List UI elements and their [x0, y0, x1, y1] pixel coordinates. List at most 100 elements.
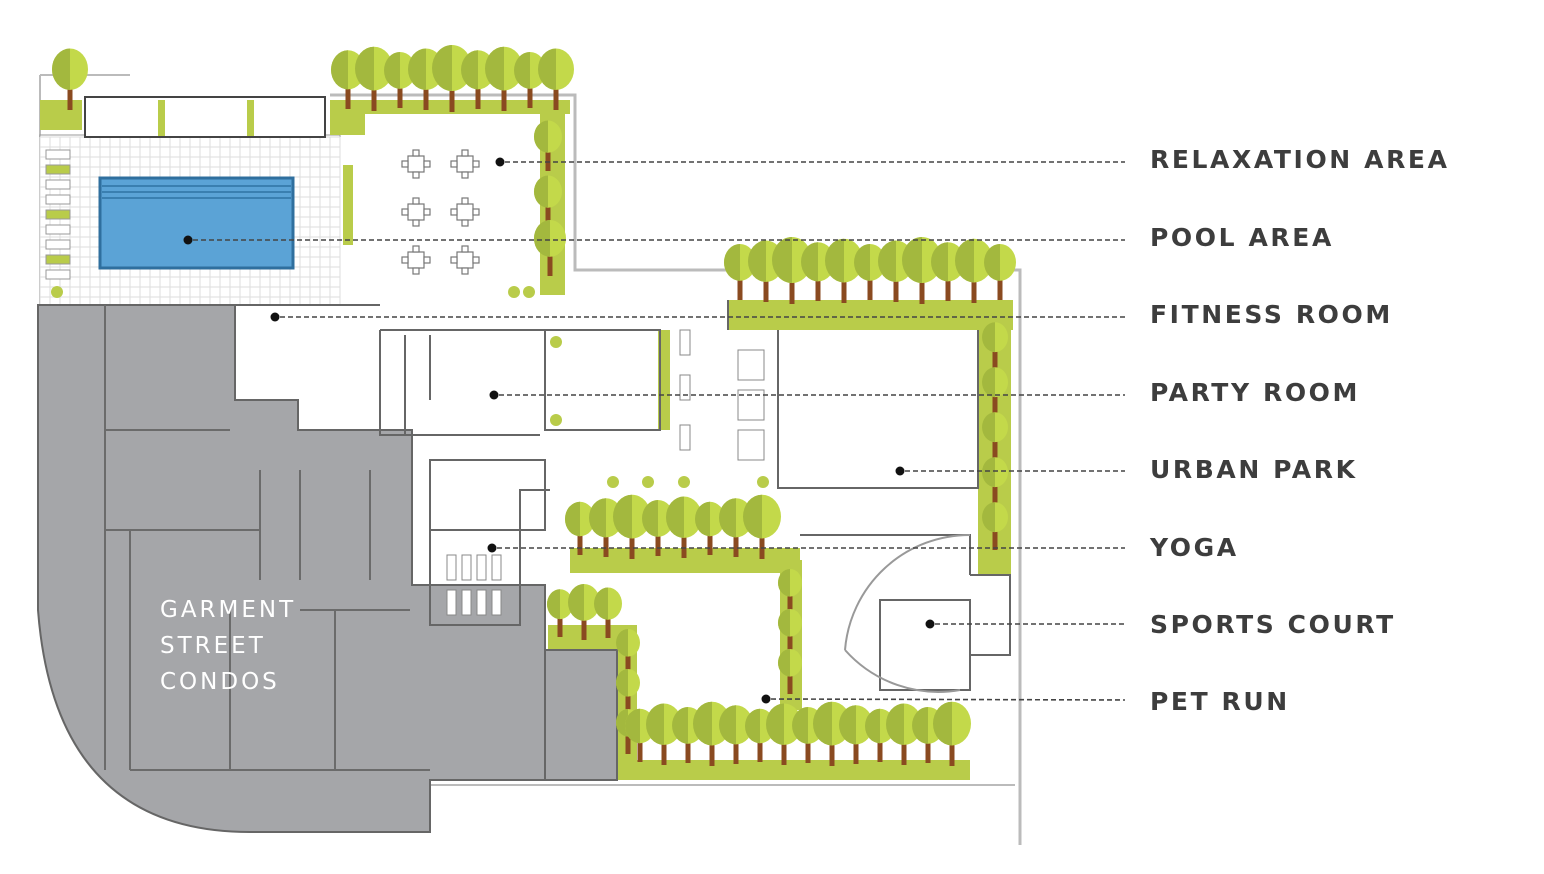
leader-line [770, 698, 1126, 701]
tree-icon [616, 669, 640, 714]
label-fitness-room: FITNESS ROOM [1150, 300, 1393, 329]
table-set [450, 149, 480, 179]
table-set [401, 197, 431, 227]
yoga-mat [476, 589, 487, 616]
trees [52, 45, 1016, 766]
yoga-mats [446, 554, 502, 616]
anchor-dot [489, 390, 499, 400]
yoga-mat [446, 589, 457, 616]
tree-icon [778, 569, 802, 614]
lounger [45, 209, 71, 220]
lounger [45, 269, 71, 280]
tree-icon [801, 242, 835, 301]
tree-icon [719, 705, 753, 764]
yoga-mat [491, 554, 502, 581]
tree-icon [839, 705, 873, 764]
anchor-dot [183, 235, 193, 245]
anchor-dot [487, 543, 497, 553]
tree-icon [902, 237, 942, 304]
yoga-mat [476, 554, 487, 581]
tree-icon [355, 46, 393, 111]
tree-icon [485, 46, 523, 111]
anchor-dot [495, 157, 505, 167]
tree-icon [724, 244, 756, 300]
cabanas [40, 96, 365, 138]
building-label-line-2: STREET [160, 633, 266, 659]
yoga-mat [461, 589, 472, 616]
yoga-mat [446, 554, 457, 581]
yoga-mat [461, 554, 472, 581]
tree-icon [982, 502, 1008, 550]
lounger [45, 254, 71, 265]
tree-icon [547, 589, 573, 637]
tree-icon [52, 48, 88, 110]
tree-icon [982, 457, 1008, 505]
tree-icon [565, 501, 595, 555]
tree-icon [932, 701, 971, 766]
anchor-dot [925, 619, 935, 629]
label-yoga: YOGA [1150, 533, 1239, 562]
table-set [401, 149, 431, 179]
tree-icon [384, 52, 416, 108]
tree-icon [665, 496, 702, 558]
tree-icon [642, 500, 674, 556]
tree-icon [885, 703, 922, 765]
label-urban-park: URBAN PARK [1150, 455, 1358, 484]
loungers [45, 149, 71, 280]
tree-icon [534, 120, 562, 171]
tree-icon [719, 498, 753, 557]
table-set [401, 245, 431, 275]
tree-icon [514, 52, 546, 108]
relaxation-tables [401, 149, 480, 275]
tree-icon [931, 242, 965, 301]
building-label-line-1: GARMENT [160, 597, 297, 623]
tree-icon [331, 50, 365, 109]
lounger [45, 224, 71, 235]
tree-icon [695, 501, 725, 555]
label-relaxation-area: RELAXATION AREA [1150, 145, 1450, 174]
lounger [45, 194, 71, 205]
tree-icon [589, 498, 623, 557]
tree-icon [765, 703, 802, 765]
garment-street-condos-building [37, 304, 546, 833]
tree-icon [825, 238, 863, 303]
interior-walls [235, 300, 1011, 693]
building-label-line-3: CONDOS [160, 669, 280, 695]
tree-icon [538, 48, 574, 110]
tree-icon [743, 494, 781, 559]
lounger [45, 239, 71, 250]
tree-icon [534, 220, 566, 276]
tree-icon [593, 587, 622, 638]
label-pet-run: PET RUN [1150, 687, 1290, 716]
lounger [45, 149, 71, 160]
tree-icon [461, 50, 495, 109]
label-party-room: PARTY ROOM [1150, 378, 1360, 407]
tree-icon [612, 494, 651, 559]
lounger [45, 164, 71, 175]
tree-icon [854, 244, 886, 300]
yoga-mat [491, 589, 502, 616]
tree-icon [955, 238, 993, 303]
anchor-dot [270, 312, 280, 322]
tree-icon [982, 322, 1008, 370]
tree-icon [568, 584, 600, 640]
label-sports-court: SPORTS COURT [1150, 610, 1396, 639]
tree-icon [982, 367, 1008, 415]
tree-icon [982, 412, 1008, 460]
leader-lines [183, 157, 1126, 704]
tree-icon [625, 708, 655, 762]
anchor-dot [761, 694, 771, 704]
shrubs [508, 286, 769, 488]
tree-icon [772, 237, 812, 304]
tree-icon [778, 649, 802, 694]
tree-icon [534, 175, 562, 226]
table-set [450, 197, 480, 227]
lounge-chairs [679, 329, 765, 461]
lounger [45, 179, 71, 190]
tree-icon [778, 609, 802, 654]
tree-icon [645, 703, 682, 765]
tree-icon [984, 244, 1016, 300]
tree-icon [865, 708, 895, 762]
label-pool-area: POOL AREA [1150, 223, 1334, 252]
